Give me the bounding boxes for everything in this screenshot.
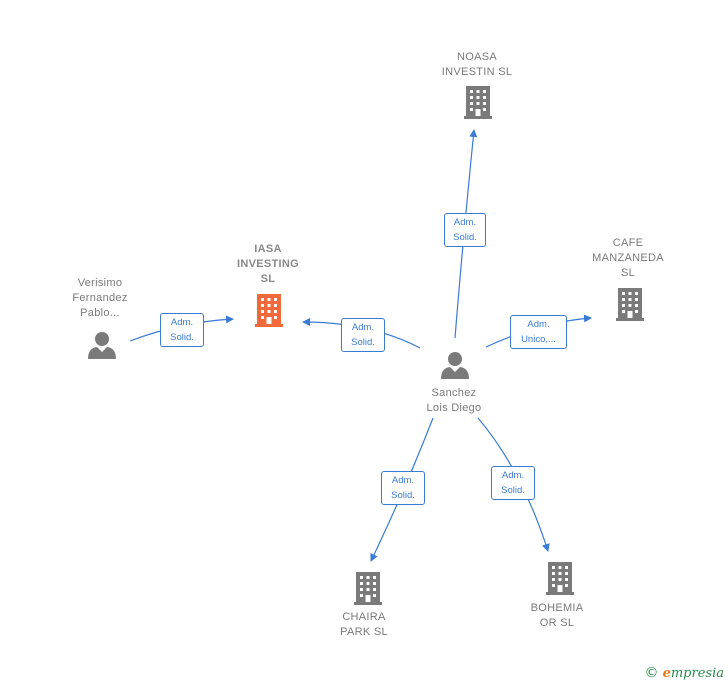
brand-initial: e xyxy=(662,666,671,681)
node-label-iasa[interactable]: IASA INVESTING SL xyxy=(237,243,299,285)
node-label-sanchez[interactable]: Sanchez Lois Diego xyxy=(426,387,482,414)
empresia-logo: © empresia xyxy=(644,665,724,681)
edge-label-line1: Adm. xyxy=(391,475,415,486)
node-label-cafe[interactable]: CAFE MANZANEDA SL xyxy=(592,237,664,279)
node-label-bohemia[interactable]: BOHEMIA OR SL xyxy=(530,602,584,629)
person-icon xyxy=(88,332,116,359)
building-icon-highlight xyxy=(255,294,283,327)
edge-label-line2: Solid. xyxy=(351,337,375,348)
building-icon xyxy=(546,562,574,595)
building-icon xyxy=(354,572,382,605)
edge-label-chaira: Adm. Solid. xyxy=(381,471,425,505)
edge-label-line2: Solid. xyxy=(170,332,194,343)
person-icon xyxy=(441,352,469,379)
edge-label-iasa-sanchez: Adm. Solid. xyxy=(341,318,385,352)
copyright-symbol: © xyxy=(644,665,659,681)
building-icon xyxy=(616,288,644,321)
edge-label-line1: Adm. xyxy=(170,317,194,328)
node-label-chaira[interactable]: CHAIRA PARK SL xyxy=(340,611,388,638)
edge-label-line2: Solid. xyxy=(453,232,477,243)
edge-label-line1: Adm. xyxy=(501,470,525,481)
edge-label-iasa-verisimo: Adm. Solid. xyxy=(160,313,204,347)
edge-label-line2: Solid. xyxy=(501,485,525,496)
edge-label-noasa: Adm. Solid. xyxy=(444,213,486,247)
edge-label-cafe: Adm. Unico,... xyxy=(510,315,567,349)
brand-name: mpresia xyxy=(670,666,724,681)
edge-label-line2: Solid. xyxy=(391,490,415,501)
edge-label-line1: Adm. xyxy=(351,322,375,333)
edge-label-bohemia: Adm. Solid. xyxy=(491,466,535,500)
edge-label-line2: Unico,... xyxy=(521,334,556,345)
node-label-noasa[interactable]: NOASA INVESTIN SL xyxy=(441,51,513,78)
building-icon xyxy=(464,86,492,119)
node-label-verisimo[interactable]: Verisimo Fernandez Pablo... xyxy=(72,277,128,319)
edge-label-line1: Adm. xyxy=(527,319,550,330)
edge-label-line1: Adm. xyxy=(453,217,477,228)
